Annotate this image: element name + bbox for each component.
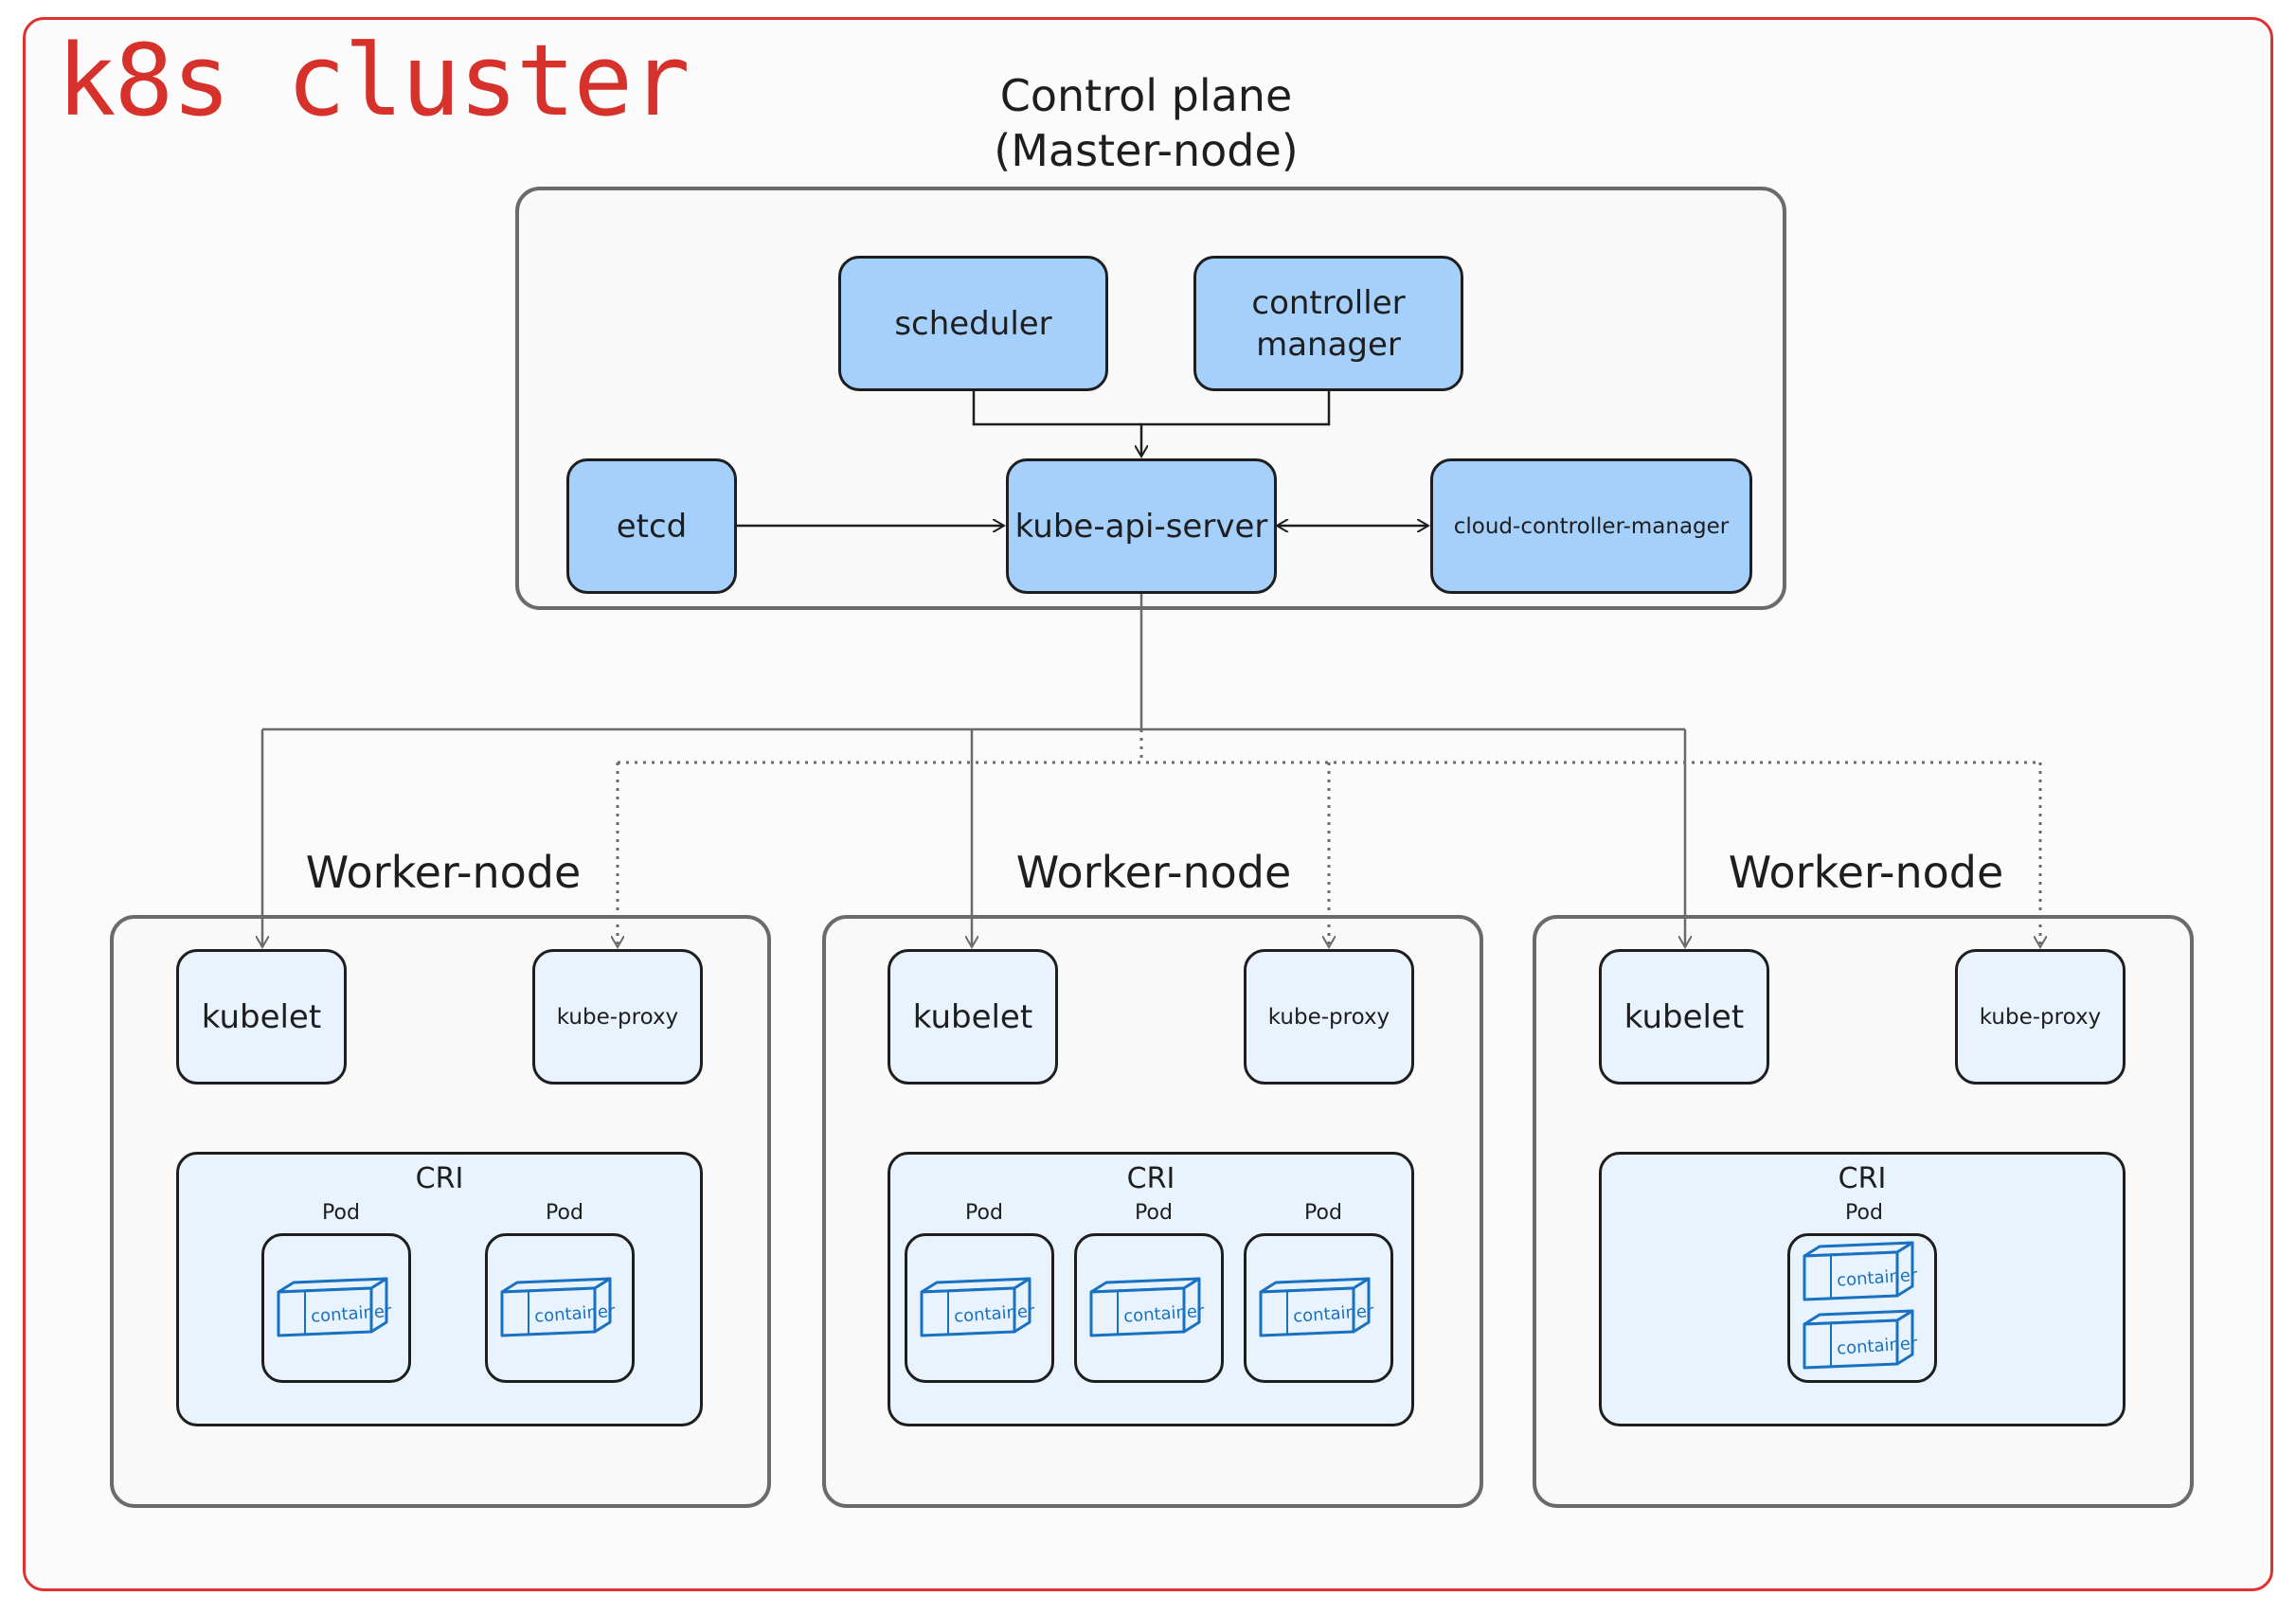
cri-label: CRI bbox=[1838, 1162, 1887, 1195]
pod-label: Pod bbox=[1845, 1201, 1883, 1225]
container-box-icon: container bbox=[920, 1277, 1036, 1337]
pod-label: Pod bbox=[322, 1201, 360, 1225]
kube-proxy-box[interactable]: kube-proxy bbox=[532, 949, 703, 1085]
kube-api-server-label: kube-api-server bbox=[1014, 507, 1268, 546]
container-box-icon: container bbox=[1089, 1277, 1206, 1337]
pod-label: Pod bbox=[546, 1201, 583, 1225]
controller-manager-box[interactable]: controller manager bbox=[1193, 256, 1463, 391]
scheduler-box[interactable]: scheduler bbox=[838, 256, 1108, 391]
controller-to-api-line bbox=[1141, 391, 1331, 457]
container-box-icon: container bbox=[1803, 1241, 1919, 1301]
etcd-label: etcd bbox=[616, 507, 688, 546]
kube-proxy-box[interactable]: kube-proxy bbox=[1955, 949, 2126, 1085]
pod-label: Pod bbox=[1135, 1201, 1173, 1225]
cloud-controller-manager-box[interactable]: cloud-controller-manager bbox=[1430, 458, 1752, 594]
kube-proxy-label: kube-proxy bbox=[1267, 1004, 1390, 1030]
container-box-icon: container bbox=[1259, 1277, 1375, 1337]
kube-api-server-box[interactable]: kube-api-server bbox=[1006, 458, 1277, 594]
scheduler-to-api-line bbox=[972, 391, 1141, 426]
pod-label: Pod bbox=[1304, 1201, 1342, 1225]
kube-proxy-box[interactable]: kube-proxy bbox=[1244, 949, 1414, 1085]
worker-node-title-3: Worker-node bbox=[1728, 847, 2004, 898]
kubelet-label: kubelet bbox=[912, 997, 1033, 1036]
control-plane-title-line1: Control plane bbox=[999, 70, 1293, 121]
container-box-icon: container bbox=[1803, 1309, 1919, 1370]
container-box-icon: container bbox=[277, 1277, 393, 1337]
cluster-title: k8s cluster bbox=[57, 23, 691, 138]
cloud-controller-manager-label: cloud-controller-manager bbox=[1453, 513, 1730, 539]
pod-label: Pod bbox=[965, 1201, 1003, 1225]
kubelet-label: kubelet bbox=[1623, 997, 1745, 1036]
controller-manager-label-line1: controller bbox=[1251, 283, 1406, 322]
controller-manager-label-line2: manager bbox=[1256, 325, 1401, 364]
control-plane-title-line2: (Master-node) bbox=[994, 125, 1299, 176]
worker-node-title-1: Worker-node bbox=[305, 847, 582, 898]
kube-proxy-label: kube-proxy bbox=[1979, 1004, 2102, 1030]
kubelet-box[interactable]: kubelet bbox=[1599, 949, 1769, 1085]
kubelet-box[interactable]: kubelet bbox=[176, 949, 347, 1085]
kubelet-label: kubelet bbox=[201, 997, 322, 1036]
cri-label: CRI bbox=[1126, 1162, 1175, 1195]
kubelet-box[interactable]: kubelet bbox=[888, 949, 1058, 1085]
container-box-icon: container bbox=[500, 1277, 617, 1337]
kube-proxy-label: kube-proxy bbox=[556, 1004, 679, 1030]
control-plane-title: Control plane (Master-node) bbox=[957, 68, 1336, 178]
scheduler-label: scheduler bbox=[894, 304, 1052, 343]
worker-node-title-2: Worker-node bbox=[1015, 847, 1292, 898]
cri-label: CRI bbox=[415, 1162, 464, 1195]
etcd-box[interactable]: etcd bbox=[566, 458, 737, 594]
